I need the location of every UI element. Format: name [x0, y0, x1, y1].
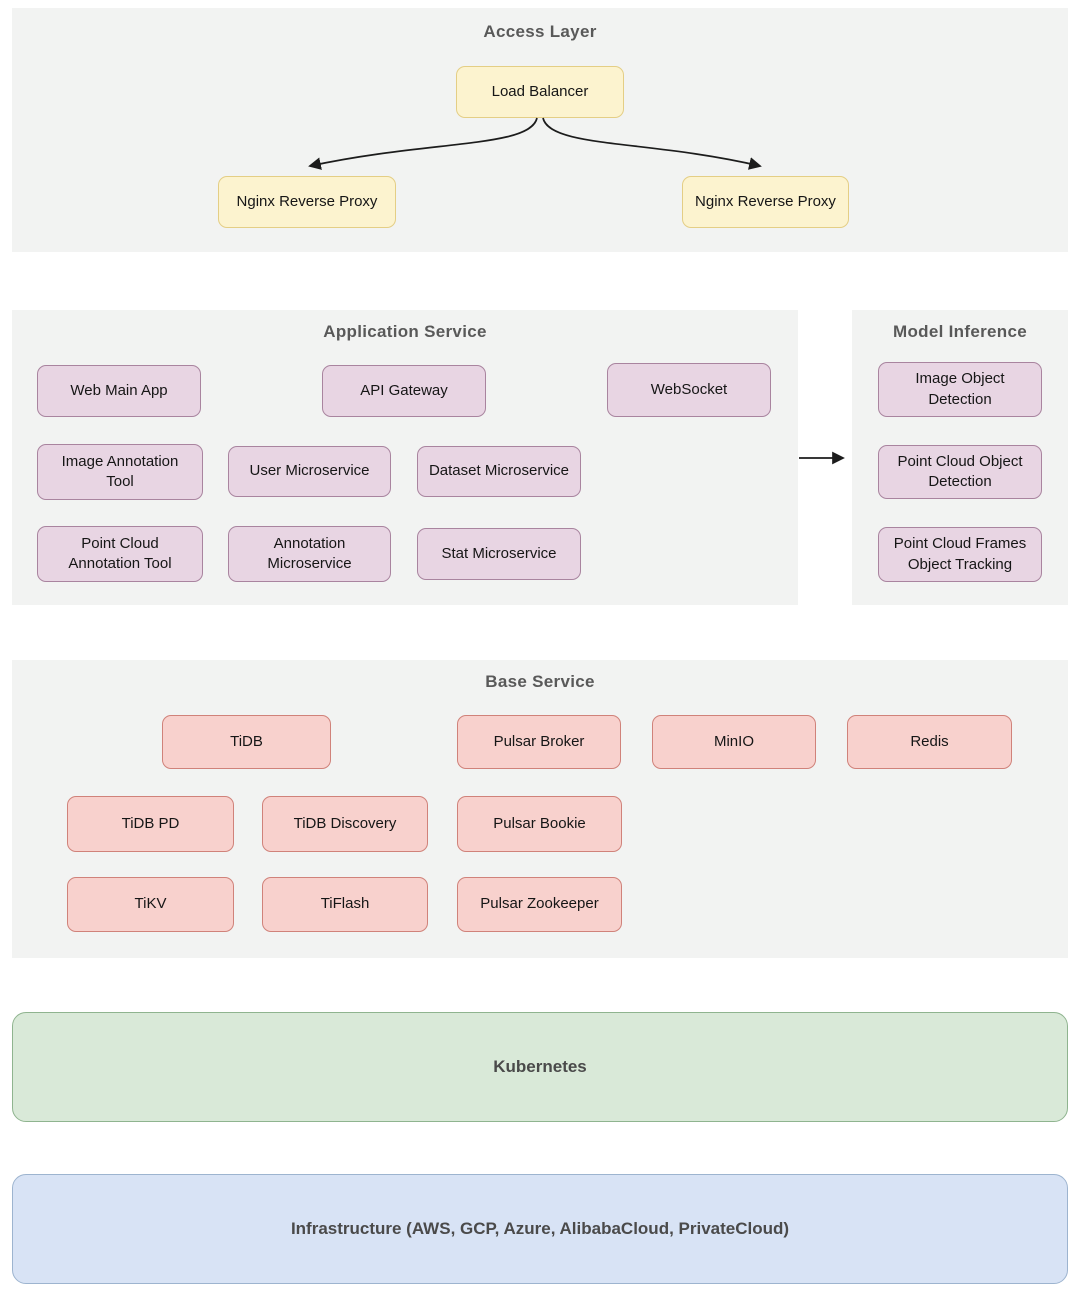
node-stat-microservice: Stat Microservice: [417, 528, 581, 580]
node-image-annotation-tool: Image Annotation Tool: [37, 444, 203, 500]
kubernetes-bar: Kubernetes: [12, 1012, 1068, 1122]
model-inference-title: Model Inference: [893, 322, 1027, 341]
node-tiflash: TiFlash: [262, 877, 428, 932]
node-dataset-microservice: Dataset Microservice: [417, 446, 581, 497]
node-tidb-pd: TiDB PD: [67, 796, 234, 852]
node-nginx-reverse-proxy-left: Nginx Reverse Proxy: [218, 176, 396, 228]
infrastructure-bar: Infrastructure (AWS, GCP, Azure, Alibaba…: [12, 1174, 1068, 1284]
access-layer-title: Access Layer: [483, 22, 597, 41]
node-nginx-reverse-proxy-right: Nginx Reverse Proxy: [682, 176, 849, 228]
model-inference-panel: Model Inference Image Object Detection P…: [852, 310, 1068, 605]
application-service-panel: Application Service Web Main App API Gat…: [12, 310, 798, 605]
node-websocket: WebSocket: [607, 363, 771, 417]
base-service-title: Base Service: [485, 672, 595, 691]
node-pulsar-zookeeper: Pulsar Zookeeper: [457, 877, 622, 932]
node-user-microservice: User Microservice: [228, 446, 391, 497]
node-load-balancer: Load Balancer: [456, 66, 624, 118]
node-pulsar-bookie: Pulsar Bookie: [457, 796, 622, 852]
node-point-cloud-annotation-tool: Point Cloud Annotation Tool: [37, 526, 203, 582]
node-point-cloud-object-detection: Point Cloud Object Detection: [878, 445, 1042, 499]
node-api-gateway: API Gateway: [322, 365, 486, 417]
node-tikv: TiKV: [67, 877, 234, 932]
application-service-title: Application Service: [323, 322, 487, 341]
node-annotation-microservice: Annotation Microservice: [228, 526, 391, 582]
base-service-panel: Base Service TiDB Pulsar Broker MinIO Re…: [12, 660, 1068, 958]
node-tidb: TiDB: [162, 715, 331, 769]
node-pulsar-broker: Pulsar Broker: [457, 715, 621, 769]
node-image-object-detection: Image Object Detection: [878, 362, 1042, 417]
access-layer-panel: Access Layer Load Balancer Nginx Reverse…: [12, 8, 1068, 252]
node-minio: MinIO: [652, 715, 816, 769]
node-redis: Redis: [847, 715, 1012, 769]
node-tidb-discovery: TiDB Discovery: [262, 796, 428, 852]
node-point-cloud-frames-object-tracking: Point Cloud Frames Object Tracking: [878, 527, 1042, 582]
node-web-main-app: Web Main App: [37, 365, 201, 417]
